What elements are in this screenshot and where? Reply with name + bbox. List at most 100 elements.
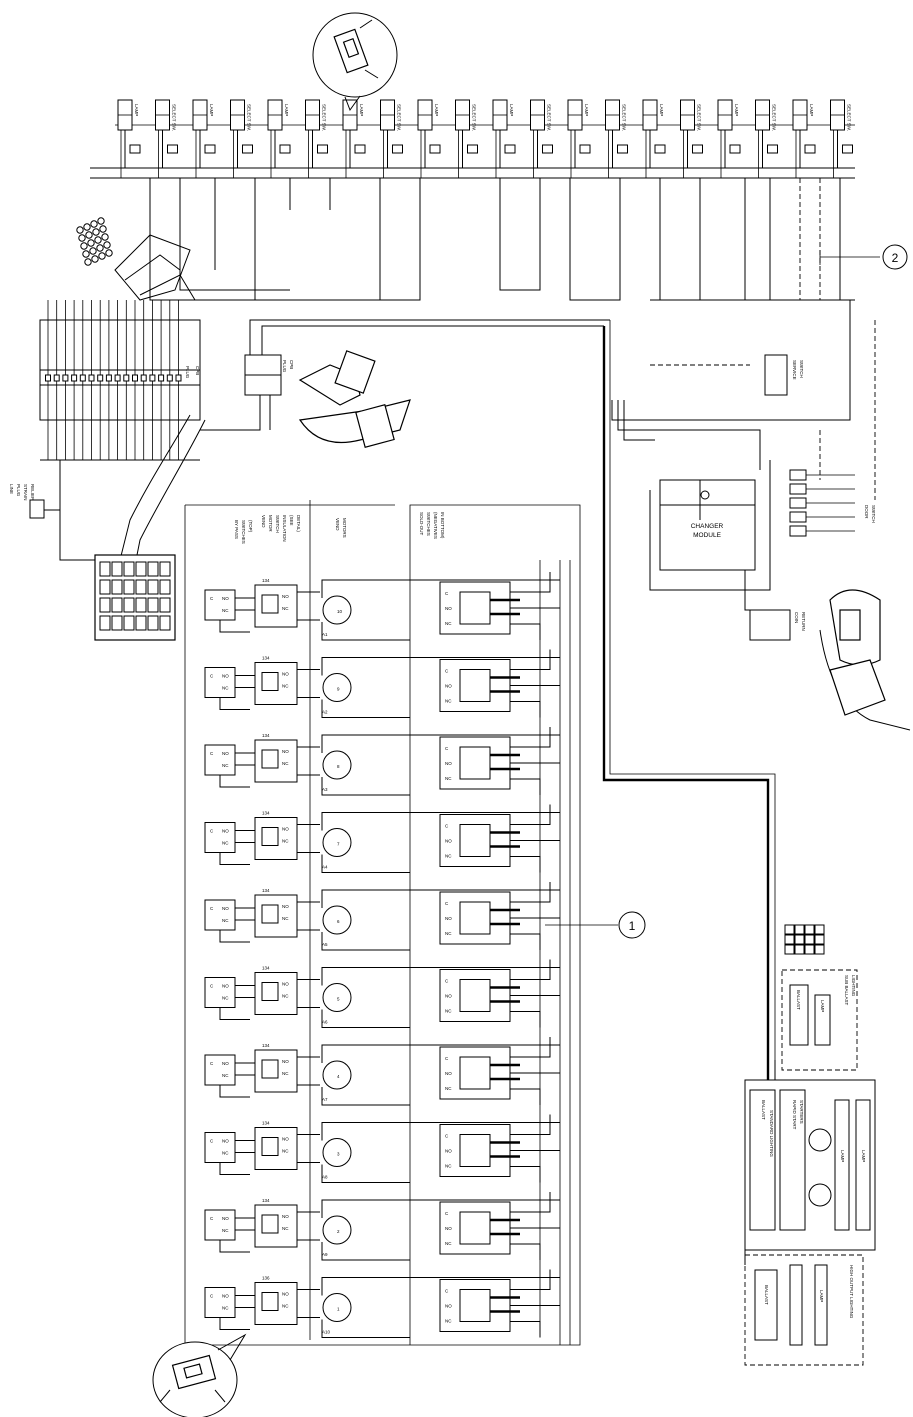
top-connector: LAMP bbox=[117, 99, 141, 178]
bus-pin bbox=[158, 374, 165, 382]
svg-text:SOLD-OUT: SOLD-OUT bbox=[419, 512, 424, 536]
contact-no: NO bbox=[282, 594, 289, 599]
soldout-wires bbox=[510, 572, 560, 640]
terminal bbox=[392, 144, 403, 154]
contact-no: NO bbox=[445, 839, 452, 844]
harness-cable bbox=[40, 414, 206, 641]
contact-nc: NC bbox=[282, 606, 289, 611]
plug-cell bbox=[135, 561, 147, 577]
svg-text:RETURN: RETURN bbox=[801, 612, 806, 631]
bypass-wires bbox=[219, 830, 255, 865]
vend-motor: 8A3 bbox=[321, 734, 560, 796]
soldout-bus bbox=[490, 908, 520, 926]
contact-c: C bbox=[445, 669, 449, 674]
contact-nc: NC bbox=[445, 1319, 452, 1324]
plug-cell bbox=[135, 615, 147, 631]
soldout-wires bbox=[510, 649, 560, 718]
soldout-switch-inner bbox=[459, 979, 491, 1012]
motor-wire-code: A6 bbox=[322, 1020, 328, 1025]
terminal-grid-cell bbox=[784, 944, 795, 955]
wire-code: 134 bbox=[262, 811, 270, 816]
wire-code: 136 bbox=[262, 1276, 270, 1281]
bus-pin bbox=[79, 374, 86, 382]
contact-c: C bbox=[210, 829, 214, 834]
plug-cell bbox=[99, 561, 111, 577]
terminal bbox=[729, 144, 741, 154]
plug-cell bbox=[99, 615, 111, 631]
vend-motor: 5A6 bbox=[321, 967, 560, 1028]
contact-c: C bbox=[445, 901, 449, 906]
plug-cell bbox=[135, 597, 147, 613]
bus-pin bbox=[88, 374, 95, 382]
changer-switch-contact bbox=[789, 497, 807, 509]
contact-no: NO bbox=[445, 684, 452, 689]
vend-motor: 9A2 bbox=[321, 657, 560, 718]
bus-pin bbox=[114, 374, 121, 382]
svg-text:DOOR: DOOR bbox=[864, 505, 869, 519]
connector-label: LAMP bbox=[434, 104, 439, 116]
motor-switch-wires bbox=[297, 591, 320, 621]
terminal-grid-cell bbox=[804, 944, 815, 955]
contact-no: NO bbox=[222, 751, 229, 756]
wire-code: 134 bbox=[262, 966, 270, 971]
plug-cell bbox=[99, 597, 111, 613]
plug-cell bbox=[159, 561, 171, 577]
motor-number: 10 bbox=[337, 609, 343, 614]
top-connector: LAMP bbox=[342, 99, 366, 178]
contact-nc: NC bbox=[445, 854, 452, 859]
motor-number: 9 bbox=[337, 687, 340, 692]
plug-cell bbox=[159, 579, 171, 595]
bypass-wires bbox=[219, 1062, 255, 1098]
bundle-wire-end bbox=[92, 228, 100, 236]
svg-text:CPB: CPB bbox=[195, 366, 200, 375]
bus-pin bbox=[149, 374, 156, 382]
terminal bbox=[617, 144, 628, 154]
bundle-wire-end bbox=[90, 220, 98, 228]
bundle-wire-end bbox=[98, 252, 106, 260]
contact-nc: NC bbox=[445, 1009, 452, 1014]
callout-1: 1 bbox=[545, 911, 646, 939]
wire-code: 134 bbox=[262, 1043, 270, 1048]
motor-switch-inner bbox=[261, 672, 279, 691]
connector-label: LAMP bbox=[284, 104, 289, 116]
contact-no: NO bbox=[445, 1149, 452, 1154]
svg-text:SWITCHES: SWITCHES bbox=[426, 512, 431, 536]
bypass-wires bbox=[219, 1217, 255, 1253]
soldout-wires bbox=[510, 1269, 560, 1338]
connector-label: LAMP bbox=[659, 104, 664, 116]
terminal bbox=[542, 144, 553, 154]
svg-text:PLUG: PLUG bbox=[16, 484, 21, 497]
soldout-bus bbox=[490, 753, 520, 771]
terminal bbox=[129, 144, 141, 154]
top-connector: LAMP bbox=[567, 99, 591, 178]
terminal-grid-cell bbox=[794, 944, 805, 955]
svg-text:LAMP: LAMP bbox=[861, 1150, 866, 1162]
motor-switch-wires bbox=[297, 1056, 320, 1086]
bus-pin bbox=[71, 374, 78, 382]
top-connector: SELECT SW. bbox=[455, 99, 478, 178]
terminal bbox=[279, 144, 291, 154]
contact-no: NO bbox=[282, 1214, 289, 1219]
contact-nc: NC bbox=[282, 994, 289, 999]
contact-nc: NC bbox=[282, 916, 289, 921]
bundle-wire-end bbox=[105, 249, 113, 257]
svg-text:PLUG: PLUG bbox=[282, 360, 287, 373]
svg-text:CHANGER: CHANGER bbox=[691, 523, 724, 530]
top-connector: SELECT SW. bbox=[755, 99, 778, 178]
motor-wire-code: A1 bbox=[322, 632, 328, 637]
soldout-wires bbox=[510, 882, 560, 950]
contact-c: C bbox=[445, 591, 449, 596]
motor-switch-inner bbox=[261, 904, 279, 924]
